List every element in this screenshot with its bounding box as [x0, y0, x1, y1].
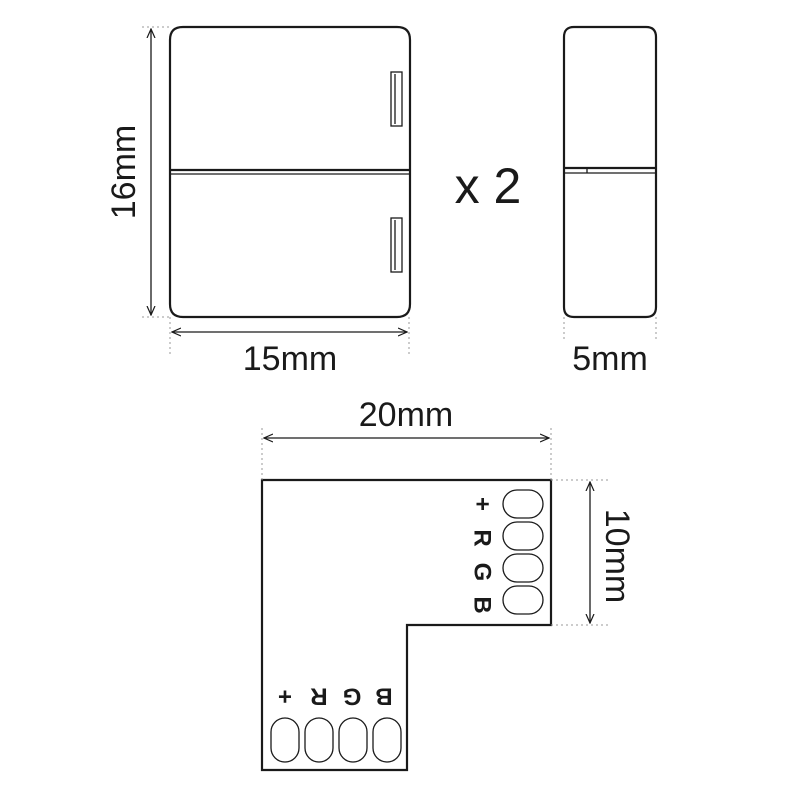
width-label: 15mm: [243, 340, 337, 378]
l-width-dimension: 10mm: [551, 479, 636, 626]
connector-side-view: [562, 25, 658, 319]
bottom-pad-plus: [270, 717, 300, 763]
upper-clip-slot: [390, 71, 403, 127]
right-pad-r: [502, 521, 544, 551]
bottom-pin-label-b: B: [375, 683, 392, 710]
bottom-pad-group: + R G B: [270, 683, 402, 763]
width-dimension: 15mm: [169, 317, 410, 378]
quantity-label: x 2: [455, 158, 522, 214]
bottom-pad-g: [338, 717, 368, 763]
right-pin-label-b: B: [469, 596, 496, 613]
right-pin-label-plus: +: [469, 497, 496, 511]
right-pad-group: + R G B: [469, 489, 544, 615]
right-pad-b: [502, 585, 544, 615]
bottom-pad-r: [304, 717, 334, 763]
length-dimension: 20mm: [261, 396, 552, 480]
right-pin-label-g: G: [469, 563, 496, 582]
lower-clip-slot: [390, 217, 403, 273]
length-label: 20mm: [359, 396, 453, 434]
height-dimension: 16mm: [105, 26, 170, 318]
connector-front-view: [168, 25, 412, 319]
bottom-pin-label-plus: +: [278, 683, 292, 710]
bottom-pad-b: [372, 717, 402, 763]
l-connector-board: [260, 478, 553, 772]
bottom-pin-label-r: R: [310, 683, 327, 710]
right-pad-g: [502, 553, 544, 583]
right-pad-plus: [502, 489, 544, 519]
depth-dimension: 5mm: [563, 317, 657, 378]
right-pin-label-r: R: [469, 529, 496, 546]
l-width-label: 10mm: [598, 509, 636, 603]
height-label: 16mm: [105, 125, 143, 219]
bottom-pin-label-g: G: [343, 683, 362, 710]
depth-label: 5mm: [572, 340, 648, 378]
